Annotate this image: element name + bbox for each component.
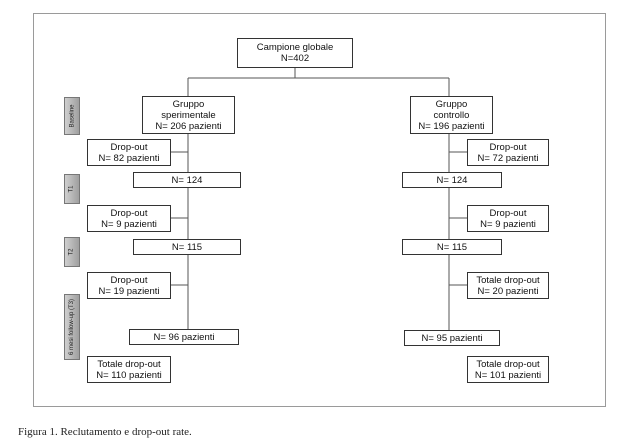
stage-label-t3: 6 mesi follow-up (T3) xyxy=(64,294,80,360)
experimental-dropout-t1-box: Drop-out N= 82 pazienti xyxy=(87,139,171,166)
control-dropout-t3-box: Totale drop-out N= 20 pazienti xyxy=(467,272,549,299)
stage-label-t2: T2 xyxy=(64,237,80,267)
experimental-total-dropout-box: Totale drop-out N= 110 pazienti xyxy=(87,356,171,383)
figure-caption: Figura 1. Reclutamento e drop-out rate. xyxy=(18,426,192,438)
experimental-group-box: Gruppo sperimentale N= 206 pazienti xyxy=(142,96,235,134)
control-t1-box: N= 124 xyxy=(402,172,502,188)
control-t3-box: N= 95 pazienti xyxy=(404,330,500,346)
experimental-t2-box: N= 115 xyxy=(133,239,241,255)
experimental-t3-box: N= 96 pazienti xyxy=(129,329,239,345)
stage-label-baseline: Baseline xyxy=(64,97,80,135)
experimental-dropout-t3-box: Drop-out N= 19 pazienti xyxy=(87,272,171,299)
global-sample-count: N=402 xyxy=(280,53,310,64)
figure-frame xyxy=(33,13,606,407)
control-dropout-t1-box: Drop-out N= 72 pazienti xyxy=(467,139,549,166)
global-sample-title: Campione globale xyxy=(256,42,334,53)
control-group-box: Gruppo controllo N= 196 pazienti xyxy=(410,96,493,134)
control-t2-box: N= 115 xyxy=(402,239,502,255)
stage-label-t1: T1 xyxy=(64,174,80,204)
experimental-dropout-t2-box: Drop-out N= 9 pazienti xyxy=(87,205,171,232)
control-dropout-t2-box: Drop-out N= 9 pazienti xyxy=(467,205,549,232)
global-sample-box: Campione globale N=402 xyxy=(237,38,353,68)
control-total-dropout-box: Totale drop-out N= 101 pazienti xyxy=(467,356,549,383)
experimental-t1-box: N= 124 xyxy=(133,172,241,188)
